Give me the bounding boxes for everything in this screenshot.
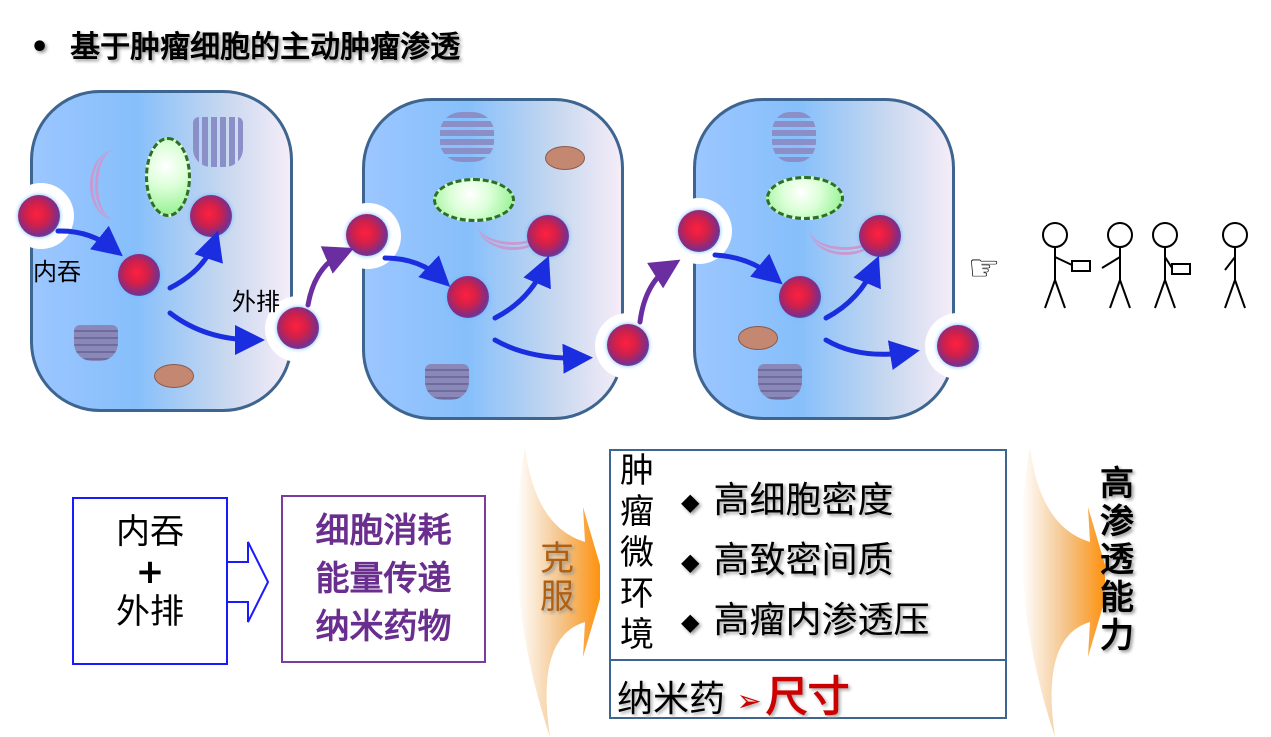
arrow (167, 310, 265, 355)
nanoparticle (779, 276, 821, 318)
text: 能量传递 (315, 559, 452, 599)
text: 内吞 (116, 512, 184, 552)
mitochondria-icon (545, 146, 585, 170)
arrow (712, 252, 783, 285)
transport-box: 内吞 + 外排 (72, 497, 228, 665)
stick-figure (1101, 222, 1133, 309)
stick-figure (1222, 222, 1248, 309)
text: 外排 (116, 592, 184, 632)
stick-figure (1042, 222, 1091, 309)
mitochondria-icon (154, 364, 194, 388)
energy-box: 细胞消耗 能量传递 纳米药物 (281, 495, 486, 663)
overcome-arrow (516, 447, 600, 737)
text: 细胞消耗 (315, 511, 452, 551)
size-factor: 尺寸 (765, 672, 850, 721)
list-item: ◆高致密间质 (681, 540, 894, 581)
lysosome-icon (758, 364, 802, 400)
list-item: ◆高细胞密度 (681, 480, 894, 521)
nanoparticle (678, 210, 720, 252)
title-text: 基于肿瘤细胞的主动肿瘤渗透 (70, 30, 461, 65)
arrow (305, 246, 355, 308)
arrow (382, 255, 451, 287)
result-arrow (1021, 447, 1105, 737)
list-item: ◆高瘤内渗透压 (681, 600, 930, 641)
nanoparticle (527, 215, 569, 257)
pointer-icon: ➢ (736, 684, 762, 719)
nucleus (145, 137, 191, 217)
arrow (55, 225, 123, 257)
text: + (135, 552, 165, 592)
open-arrow-icon (228, 541, 270, 623)
golgi-icon (193, 117, 243, 167)
arrow (823, 255, 881, 321)
microenvironment-heading: 肿瘤微环境 (620, 451, 654, 655)
nanoparticle (447, 276, 489, 318)
endoplasmic-reticulum-icon (810, 205, 880, 255)
endocytosis-label: 内吞 (33, 258, 81, 286)
exocytosis-label: 外排 (232, 288, 280, 316)
arrow (167, 230, 223, 291)
result-label: 高渗透能力 (1100, 464, 1134, 656)
nanodrug-row: 纳米药 ➢尺寸 (617, 672, 850, 721)
endoplasmic-reticulum-icon (90, 150, 140, 220)
nanoparticle (18, 195, 60, 237)
nanoparticle (607, 324, 649, 366)
overcome-label: 克服 (540, 539, 574, 617)
nanoparticle (937, 325, 979, 367)
bullet: • (30, 30, 50, 65)
golgi-icon (440, 112, 494, 162)
slide-title: • 基于肿瘤细胞的主动肿瘤渗透 (30, 22, 460, 66)
endoplasmic-reticulum-icon (478, 200, 548, 250)
lysosome-icon (425, 364, 469, 400)
nanoparticle (118, 254, 160, 296)
text: 纳米药物 (315, 607, 452, 647)
lysosome-icon (74, 325, 118, 361)
arrow (492, 337, 593, 374)
nanoparticle (277, 307, 319, 349)
nanoparticle (859, 215, 901, 257)
stick-figures (1042, 222, 1248, 309)
mitochondria-icon (738, 326, 778, 350)
stick-figure (1152, 222, 1191, 309)
golgi-icon (772, 112, 816, 162)
pointing-hand-icon: ☞ (968, 248, 1001, 289)
arrow (492, 255, 551, 321)
arrow (823, 337, 920, 370)
arrow (637, 259, 681, 325)
nanoparticle (190, 195, 232, 237)
microenvironment-box: 肿瘤微环境 ◆高细胞密度 ◆高致密间质 ◆高瘤内渗透压 纳米药 ➢尺寸 (609, 449, 1007, 721)
